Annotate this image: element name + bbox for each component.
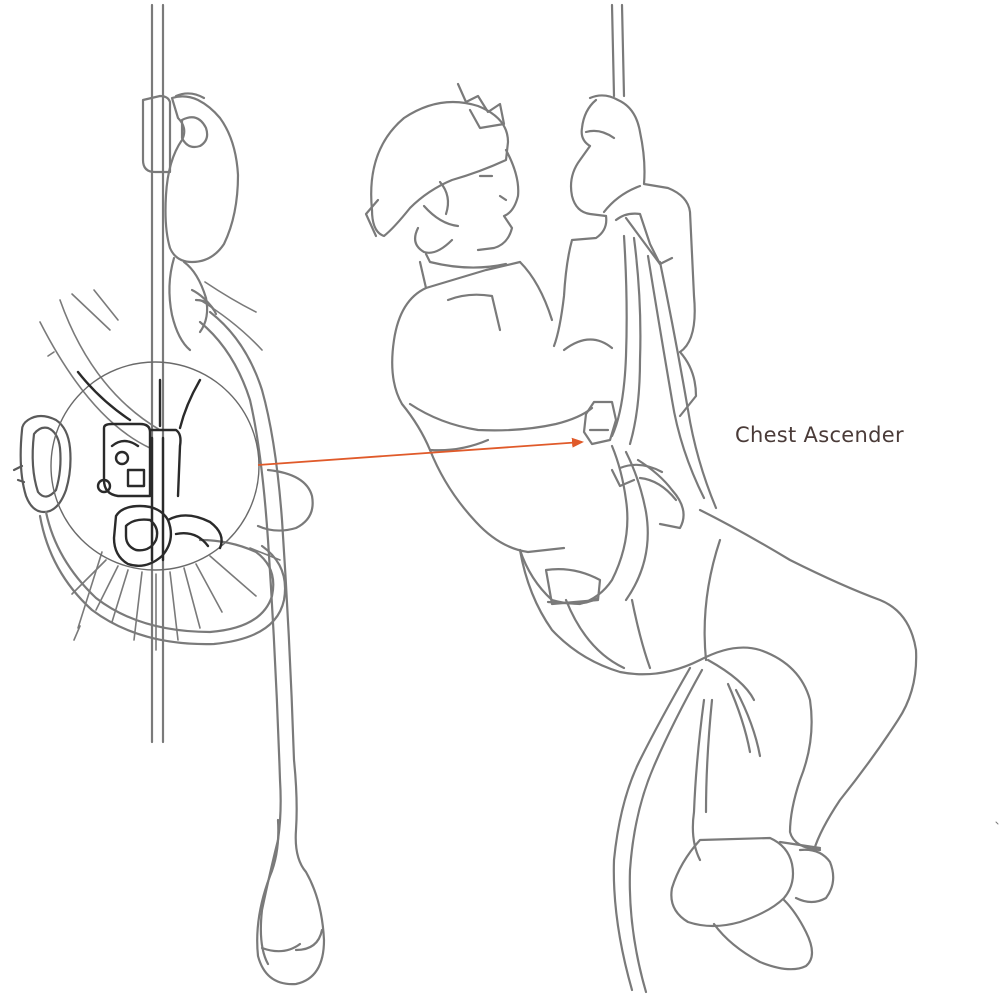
main-rope bbox=[150, 3, 165, 744]
helmet bbox=[364, 82, 510, 238]
climber-figure bbox=[364, 3, 999, 994]
hand-ascender bbox=[141, 92, 240, 264]
climber-rope bbox=[610, 3, 626, 98]
climber-head bbox=[413, 148, 520, 269]
chest-ascender-small bbox=[582, 400, 618, 446]
chest-ascender-detail bbox=[76, 370, 223, 567]
chest-ascender-label: Chest Ascender bbox=[735, 423, 904, 447]
radiating-lines bbox=[71, 289, 281, 651]
climber-arms bbox=[552, 94, 696, 354]
left-rope-figure bbox=[12, 3, 326, 986]
callout-arrow bbox=[257, 437, 584, 466]
cord-loop bbox=[38, 468, 314, 646]
climber-legs bbox=[518, 508, 918, 852]
magnifier-circle bbox=[50, 361, 260, 571]
climber-boots bbox=[670, 836, 835, 971]
climber-lower-rope bbox=[612, 666, 762, 994]
climber-torso bbox=[391, 260, 698, 554]
magnifier-inset bbox=[50, 361, 260, 571]
foot-loop-cord bbox=[198, 310, 326, 986]
climber-harness bbox=[518, 234, 718, 606]
ascender-connection bbox=[168, 256, 218, 352]
side-carabiner bbox=[12, 414, 72, 514]
